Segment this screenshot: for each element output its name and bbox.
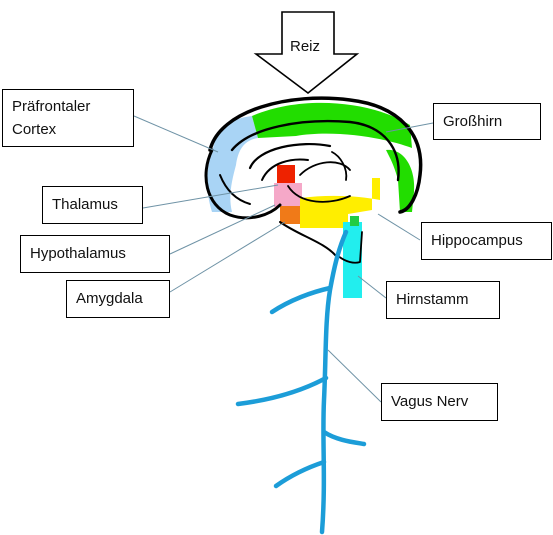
prefrontal-cortex-label: Präfrontaler Cortex (2, 89, 134, 147)
brainstem-label: Hirnstamm (386, 281, 500, 319)
thalamus-region (277, 165, 295, 183)
hippocampus-label: Hippocampus (421, 222, 552, 260)
hypothalamus-label-text: Hypothalamus (30, 242, 126, 265)
prefrontal-cortex-region (207, 116, 258, 212)
vagus-nerve-label: Vagus Nerv (381, 383, 498, 421)
amygdala-region (280, 206, 300, 224)
stimulus-label: Reiz (290, 38, 320, 55)
hippocampus-region (300, 178, 380, 228)
amygdala-label: Amygdala (66, 280, 170, 318)
hypothalamus-label: Hypothalamus (20, 235, 170, 273)
prefrontal-label-line1: Präfrontaler (12, 95, 90, 118)
thalamus-label: Thalamus (42, 186, 143, 224)
leader-lines (134, 116, 433, 402)
cerebrum-label: Großhirn (433, 103, 541, 140)
prefrontal-label-line2: Cortex (12, 118, 56, 141)
hippocampus-label-text: Hippocampus (431, 229, 523, 252)
amygdala-label-text: Amygdala (76, 287, 143, 310)
brainstem-top (350, 216, 359, 226)
cerebrum-label-text: Großhirn (443, 110, 502, 133)
brainstem-label-text: Hirnstamm (396, 288, 469, 311)
thalamus-label-text: Thalamus (52, 193, 118, 216)
vagus-nerve-label-text: Vagus Nerv (391, 390, 468, 413)
